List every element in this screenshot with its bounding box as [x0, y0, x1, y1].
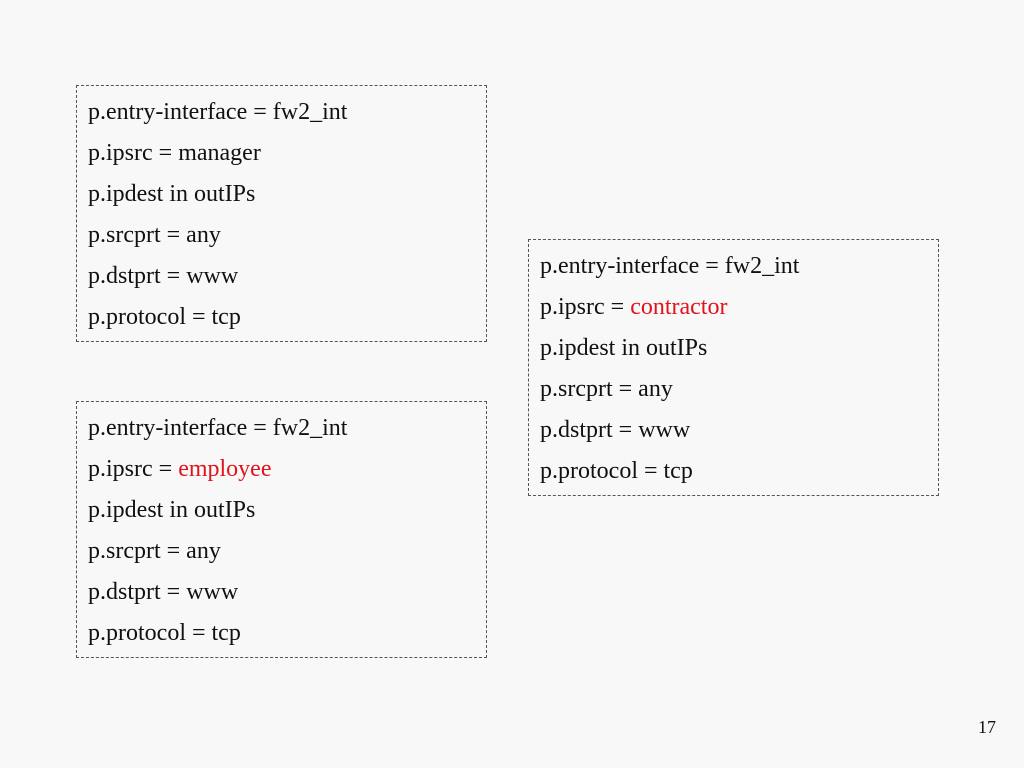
- condition-dstprt: p.dstprt = www: [540, 417, 691, 443]
- page-number: 17: [978, 717, 996, 737]
- condition-ipsrc: p.ipsrc = manager: [88, 133, 486, 174]
- ipsrc-value: manager: [178, 140, 261, 166]
- condition-entry-interface: p.entry-interface = fw2_int: [540, 253, 800, 279]
- condition-entry-interface: p.entry-interface = fw2_int: [88, 415, 348, 441]
- rule-box-contractor: p.entry-interface = fw2_int p.ipsrc = co…: [528, 239, 939, 496]
- condition-protocol: p.protocol = tcp: [540, 458, 693, 484]
- condition-ipdest: p.ipdest in outIPs: [88, 497, 256, 523]
- ipsrc-value-highlighted: employee: [178, 456, 272, 482]
- rule-box-manager: p.entry-interface = fw2_int p.ipsrc = ma…: [76, 85, 487, 342]
- condition-ipdest: p.ipdest in outIPs: [88, 181, 256, 207]
- rule-box-employee: p.entry-interface = fw2_int p.ipsrc = em…: [76, 401, 487, 658]
- condition-ipsrc: p.ipsrc = contractor: [540, 287, 938, 328]
- ipsrc-prefix: p.ipsrc =: [88, 456, 179, 482]
- condition-protocol: p.protocol = tcp: [88, 620, 241, 646]
- condition-srcprt: p.srcprt = any: [540, 376, 673, 402]
- condition-dstprt: p.dstprt = www: [88, 579, 239, 605]
- ipsrc-prefix: p.ipsrc =: [540, 294, 631, 320]
- ipsrc-prefix: p.ipsrc =: [88, 140, 179, 166]
- condition-ipsrc: p.ipsrc = employee: [88, 449, 486, 490]
- condition-ipdest: p.ipdest in outIPs: [540, 335, 708, 361]
- condition-srcprt: p.srcprt = any: [88, 538, 221, 564]
- ipsrc-value-highlighted: contractor: [630, 294, 728, 320]
- condition-srcprt: p.srcprt = any: [88, 222, 221, 248]
- condition-dstprt: p.dstprt = www: [88, 263, 239, 289]
- condition-protocol: p.protocol = tcp: [88, 304, 241, 330]
- condition-entry-interface: p.entry-interface = fw2_int: [88, 99, 348, 125]
